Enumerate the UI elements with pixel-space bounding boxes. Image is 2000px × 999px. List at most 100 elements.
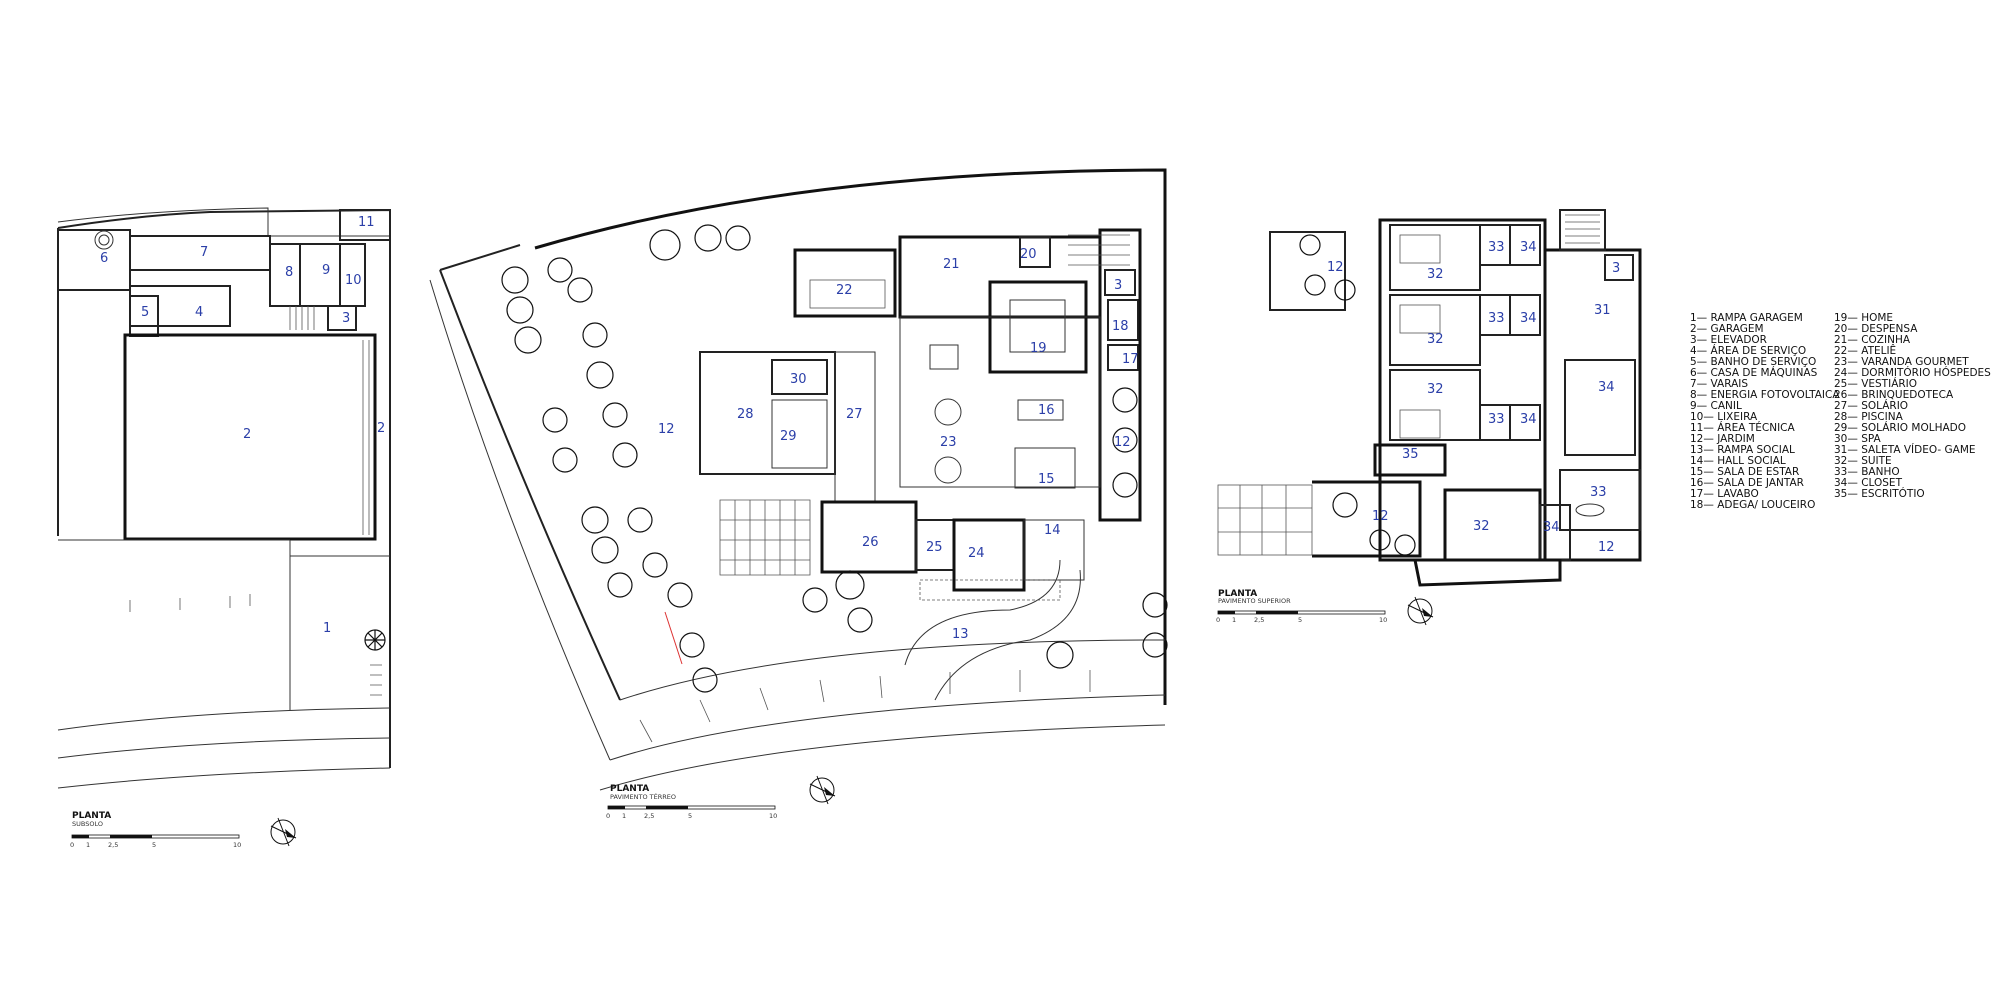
legend-item: 17— LAVABO: [1690, 488, 1759, 500]
room-label: 28: [737, 407, 754, 422]
room-label: 22: [836, 283, 853, 298]
room-label: 32: [1427, 382, 1444, 397]
room-label: 5: [141, 305, 149, 320]
room-20-walls: [1019, 236, 1051, 268]
property-mark: [664, 611, 683, 665]
room-label: 3: [1612, 261, 1620, 276]
closet-3: [1509, 404, 1541, 441]
legend-item: 26— BRINQUEDOTECA: [1834, 389, 1954, 401]
legend-item: 29— SOLÁRIO MOLHADO: [1834, 421, 1966, 434]
legend-item: 23— VARANDA GOURMET: [1834, 356, 1969, 368]
scale-label: 5: [152, 841, 156, 849]
room-label: 21: [943, 257, 960, 272]
north-arrow-icon: [809, 775, 836, 805]
stair-lines: [289, 306, 315, 330]
master-suite: [1443, 488, 1542, 562]
legend-col-1: 1— RAMPA GARAGEM 2— GARAGEM 3— ELEVADOR …: [1690, 312, 1840, 511]
terreo-sidewalk-1: [429, 279, 1166, 761]
room-6-walls: [57, 229, 131, 291]
legend-item: 8— ENERGIA FOTOVOLTAICA: [1690, 389, 1840, 401]
solar-panels: [1217, 484, 1313, 556]
legend-item: 13— RAMPA SOCIAL: [1690, 444, 1795, 456]
ramp-dashed: [919, 579, 1061, 601]
legend-item: 24— DORMITÓRIO HÓSPEDES: [1834, 366, 1991, 379]
room-label: 34: [1520, 412, 1537, 427]
plan-terreo: 21 20 22 3 19 18 17 30 28 29 27 12 16 12…: [429, 168, 1168, 820]
ramp-markers: [129, 594, 251, 612]
legend-item: 19— HOME: [1834, 312, 1893, 324]
legend: 1— RAMPA GARAGEM 2— GARAGEM 3— ELEVADOR …: [1690, 312, 1991, 511]
room-label: 10: [345, 273, 362, 288]
scale-bar: 0 1 2,5 5 10: [606, 805, 777, 820]
bed-1: [1399, 234, 1441, 264]
room-label: 27: [846, 407, 863, 422]
machine-circle: [94, 230, 114, 250]
room-label: 15: [1038, 472, 1055, 487]
scale-label: 0: [1216, 616, 1220, 624]
pergola-grid: [719, 499, 811, 576]
room-label: 25: [926, 540, 943, 555]
room-label: 1: [323, 621, 331, 636]
scale-label: 5: [688, 812, 692, 820]
tree-icon: [1299, 234, 1416, 556]
legend-item: 14— HALL SOCIAL: [1690, 455, 1786, 467]
room-label: 19: [1030, 341, 1047, 356]
room-27-area: [834, 351, 876, 503]
room-label: 12: [1114, 435, 1131, 450]
room-label: 12: [658, 422, 675, 437]
room-label: 34: [1520, 311, 1537, 326]
legend-item: 15— SALA DE ESTAR: [1690, 466, 1799, 478]
room-label: 13: [952, 627, 969, 642]
room-label: 14: [1044, 523, 1061, 538]
sidewalk-joints: [639, 670, 1091, 743]
room-label: 33: [1488, 311, 1505, 326]
room-label: 33: [1488, 240, 1505, 255]
subsolo-top-edge: [57, 207, 390, 237]
master-closet: [1564, 359, 1636, 456]
legend-item: 32— SUITE: [1834, 455, 1892, 467]
legend-item: 12— JARDIM: [1690, 433, 1755, 445]
road-line-2: [57, 737, 391, 759]
room-label: 33: [1590, 485, 1607, 500]
scale-label: 2,5: [644, 812, 654, 820]
upper-garden-sw: [1312, 480, 1422, 558]
suite-3: [1389, 369, 1481, 441]
machine-circle-inner: [98, 234, 110, 246]
closet-2: [1509, 294, 1541, 336]
room-label: 3: [1114, 278, 1122, 293]
room-label: 32: [1473, 519, 1490, 534]
legend-item: 1— RAMPA GARAGEM: [1690, 312, 1803, 324]
room-label: 34: [1520, 240, 1537, 255]
legend-col-2: 19— HOME 20— DESPENSA 21— COZINHA 22— AT…: [1834, 312, 1991, 500]
legend-item: 34— CLOSET: [1834, 477, 1903, 489]
master-bath: [1559, 469, 1641, 531]
elevator-terreo: [1104, 269, 1136, 296]
terreo-lot-left: [439, 244, 621, 701]
upper-garden-nw: [1269, 231, 1346, 311]
room-label: 9: [322, 263, 330, 278]
terreo-lot-top: [534, 168, 1167, 705]
terreo-sidewalk-3: [599, 724, 1166, 791]
scale-bar: 0 1 2,5 5 10: [70, 834, 241, 849]
closet-1: [1509, 224, 1541, 266]
room-label: 32: [1427, 267, 1444, 282]
room-label: 12: [1598, 540, 1615, 555]
room-label: 16: [1038, 403, 1055, 418]
room-label: 4: [195, 305, 203, 320]
atelier-table: [809, 279, 886, 309]
legend-item: 25— VESTIÁRIO: [1834, 377, 1917, 390]
plan-subtitle: SUBSOLO: [72, 820, 103, 828]
scale-label: 10: [769, 812, 777, 820]
north-arrow-icon: [270, 817, 297, 847]
tree-icon: [501, 224, 1168, 693]
room-18-walls: [1107, 299, 1139, 341]
legend-item: 22— ATELIÊ: [1834, 344, 1896, 357]
legend-item: 2— GARAGEM: [1690, 323, 1764, 335]
bathtub: [1575, 503, 1605, 517]
plan-subtitle: PAVIMENTO SUPERIOR: [1218, 597, 1291, 605]
legend-item: 6— CASA DE MÁQUINAS: [1690, 366, 1818, 379]
legend-item: 5— BANHO DE SERVIÇO: [1690, 356, 1816, 368]
room-label: 35: [1402, 447, 1419, 462]
room-label: 33: [1488, 412, 1505, 427]
